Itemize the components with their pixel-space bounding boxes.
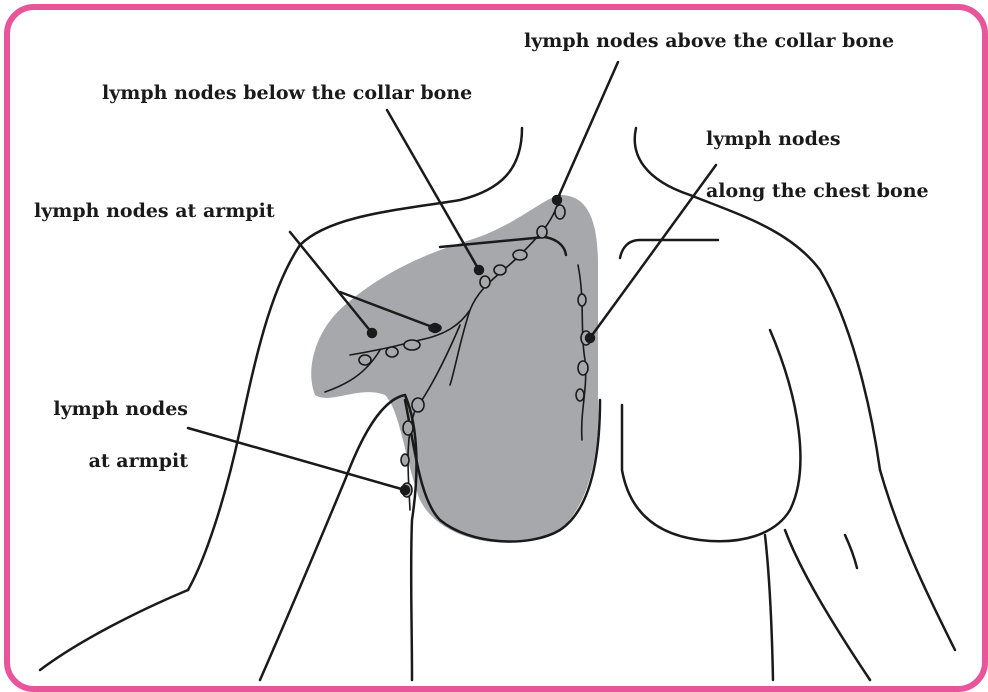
leader-line-armpit-upper-a [290, 232, 372, 333]
lymph-node [386, 347, 398, 357]
lymph-node [513, 250, 527, 260]
left-arm-lower-line [40, 590, 188, 670]
leader-dot-armpit-upper-a [368, 329, 376, 337]
label-armpit-upper: lymph nodes at armpit [34, 198, 275, 224]
label-below-collar: lymph nodes below the collar bone [102, 80, 472, 106]
right-arm-outer-line [880, 470, 955, 650]
right-torso-line [765, 535, 773, 680]
lymph-node [537, 226, 547, 238]
leader-line-below-collar [387, 110, 479, 270]
right-arm-inner-line [785, 530, 870, 680]
lymph-node [578, 294, 586, 306]
label-armpit-lower: lymph nodes at armpit [30, 370, 188, 500]
label-armpit-lower-line1: lymph nodes [30, 396, 188, 422]
lymph-node [412, 398, 424, 412]
right-shoulder-line [690, 195, 880, 470]
label-chest-bone: lymph nodes along the chest bone [706, 100, 966, 230]
leader-dot-armpit-lower [401, 486, 409, 494]
leader-dot-below-collar [475, 266, 483, 274]
right-collarbone-line [620, 240, 718, 258]
label-armpit-lower-line2: at armpit [30, 448, 188, 474]
lymph-node [576, 389, 584, 401]
label-chest-bone-line2: along the chest bone [706, 178, 966, 204]
left-arm-outer-line [188, 245, 300, 590]
right-crease-line [845, 535, 857, 568]
neck-left-line [300, 128, 522, 245]
leader-line-chest-bone [590, 165, 716, 338]
leader-dot-chest-bone [586, 334, 594, 342]
label-chest-bone-line1: lymph nodes [706, 126, 966, 152]
neck-right-line [635, 128, 690, 195]
lymph-node [401, 454, 409, 466]
lymph-node [403, 421, 413, 435]
lymph-node [480, 276, 490, 288]
right-breast-upper-line [622, 330, 800, 541]
leader-line-armpit-lower [188, 428, 405, 490]
lymph-node [494, 265, 506, 275]
lymph-node [359, 355, 371, 365]
leader-dot-armpit-upper-b [431, 324, 439, 332]
leader-line-above-collar [557, 62, 618, 200]
label-above-collar: lymph nodes above the collar bone [524, 28, 894, 54]
lymph-node [555, 205, 565, 219]
leader-dot-above-collar [553, 196, 561, 204]
lymph-node [404, 340, 420, 350]
left-arm-inner-line [260, 395, 405, 680]
lymph-node [578, 361, 588, 375]
